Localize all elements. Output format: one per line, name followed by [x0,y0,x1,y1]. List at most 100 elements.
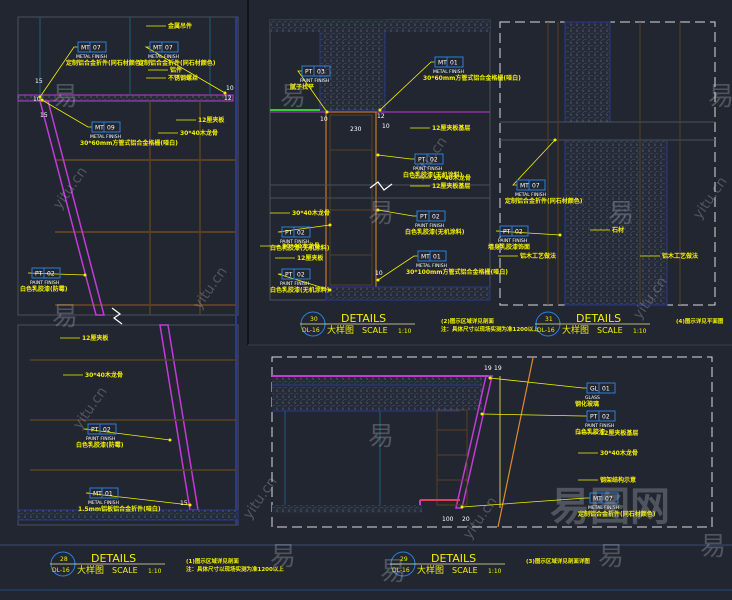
detail-title: DETAILS [431,552,476,565]
detail-note: (2)图示区域详见剖面 [441,317,494,325]
detail-title: DETAILS [576,312,621,325]
material-tag [416,210,446,222]
material-label: 定制铝合金折件(同石材颜色) [65,59,144,67]
finish-type: METAL FINISH [90,134,121,140]
dimension-label: 15 [40,112,48,119]
material-tag [516,179,546,191]
material-tag [586,410,616,422]
floor-slab [17,509,239,521]
material-label: 白色乳胶漆 [575,428,605,436]
leader-dot [376,278,380,282]
material-label: 30*100mm方管式铝合金格栅(哑白) [406,268,508,276]
tag-number: 02 [515,229,523,236]
note-label: 不锈钢螺丝 [168,74,198,82]
watermark-glyph: 易 [52,82,78,112]
watermark-site: yitu.cn [50,164,90,212]
material-tag [586,382,616,394]
concrete-column [319,19,386,111]
material-label: 定制铝合金折件(同石材颜色) [137,59,216,67]
tag-number: 07 [605,496,613,503]
detail-note: (3)图示区域详见剖面详图 [526,557,590,565]
sheet-number: DL-16 [392,567,410,574]
leader-line [461,497,590,508]
note-label: 金属吊件 [167,22,192,30]
detail-number: 29 [400,556,408,563]
material-label: 腻子找平 [289,83,314,91]
scale-ratio: 1:10 [398,328,412,335]
note-label: 30*40木龙骨 [600,449,638,457]
tag-number: 03 [317,69,325,76]
dimension-label: 19 [484,365,492,372]
material-tag [87,423,117,435]
leader-dot [376,153,380,157]
dimension-label: 10 [382,123,390,130]
watermark-glyph: 易 [598,542,624,572]
structure-line [497,357,534,528]
tag-code: PT [285,272,293,279]
detail-title: DETAILS [91,552,136,565]
note-label: 铝件 [170,66,182,74]
break-symbol [111,307,123,325]
leader-line [379,61,435,111]
leader-line [481,413,587,417]
note-label: 30*40木龙骨 [433,174,471,182]
scale-label: SCALE [597,326,623,335]
detail-note: (1)图示区域详见剖面 [186,557,239,565]
leader-dot [480,412,484,416]
detail-number: 30 [310,316,318,323]
material-tag [589,492,619,504]
note-label: 石材 [611,226,624,234]
leader-line [41,99,92,128]
tag-code: PT [305,69,313,76]
detail-28-frame-bottom [17,324,239,526]
material-tag [301,65,331,77]
material-tag [91,121,121,133]
tag-number: 07 [93,45,101,52]
finish-type: PAINT FINISH [415,223,444,229]
tag-number: 07 [165,45,173,52]
finish-type: PAINT FINISH [413,166,442,172]
leader-dot [83,273,87,277]
leader-dot [460,505,464,509]
tag-number: 01 [602,386,610,393]
watermark-glyph: 易 [708,82,732,112]
leader-line [377,209,417,217]
leader-line [83,428,171,441]
dimension-label: 230 [350,126,362,133]
leader-dot [40,98,44,102]
tag-number: 01 [433,254,441,261]
tag-code: PT [285,230,293,237]
tag-number: 02 [602,414,610,421]
note-label: 12厘夹板 [198,116,225,124]
watermark-glyph: 易 [368,422,394,452]
leader-line [377,154,415,160]
tag-code: PT [420,214,428,221]
watermark-glyph: 易 [52,302,78,332]
material-label: 白色乳胶漆(无机涂料) [403,171,463,179]
material-tag [414,153,444,165]
detail-number: 31 [545,316,553,323]
leader-line [277,273,331,291]
material-tag [499,225,529,237]
tag-number: 02 [297,230,305,237]
leader-line [489,377,587,389]
leader-dot [325,110,329,114]
finish-type: PAINT FINISH [280,239,309,245]
finish-type: PAINT FINISH [498,238,527,244]
note-label: 12厘夹板 [297,254,324,262]
leader-dot [553,138,557,142]
leader-dot [376,208,380,212]
tag-code: MT [81,45,90,52]
detail-number: 28 [60,556,68,563]
